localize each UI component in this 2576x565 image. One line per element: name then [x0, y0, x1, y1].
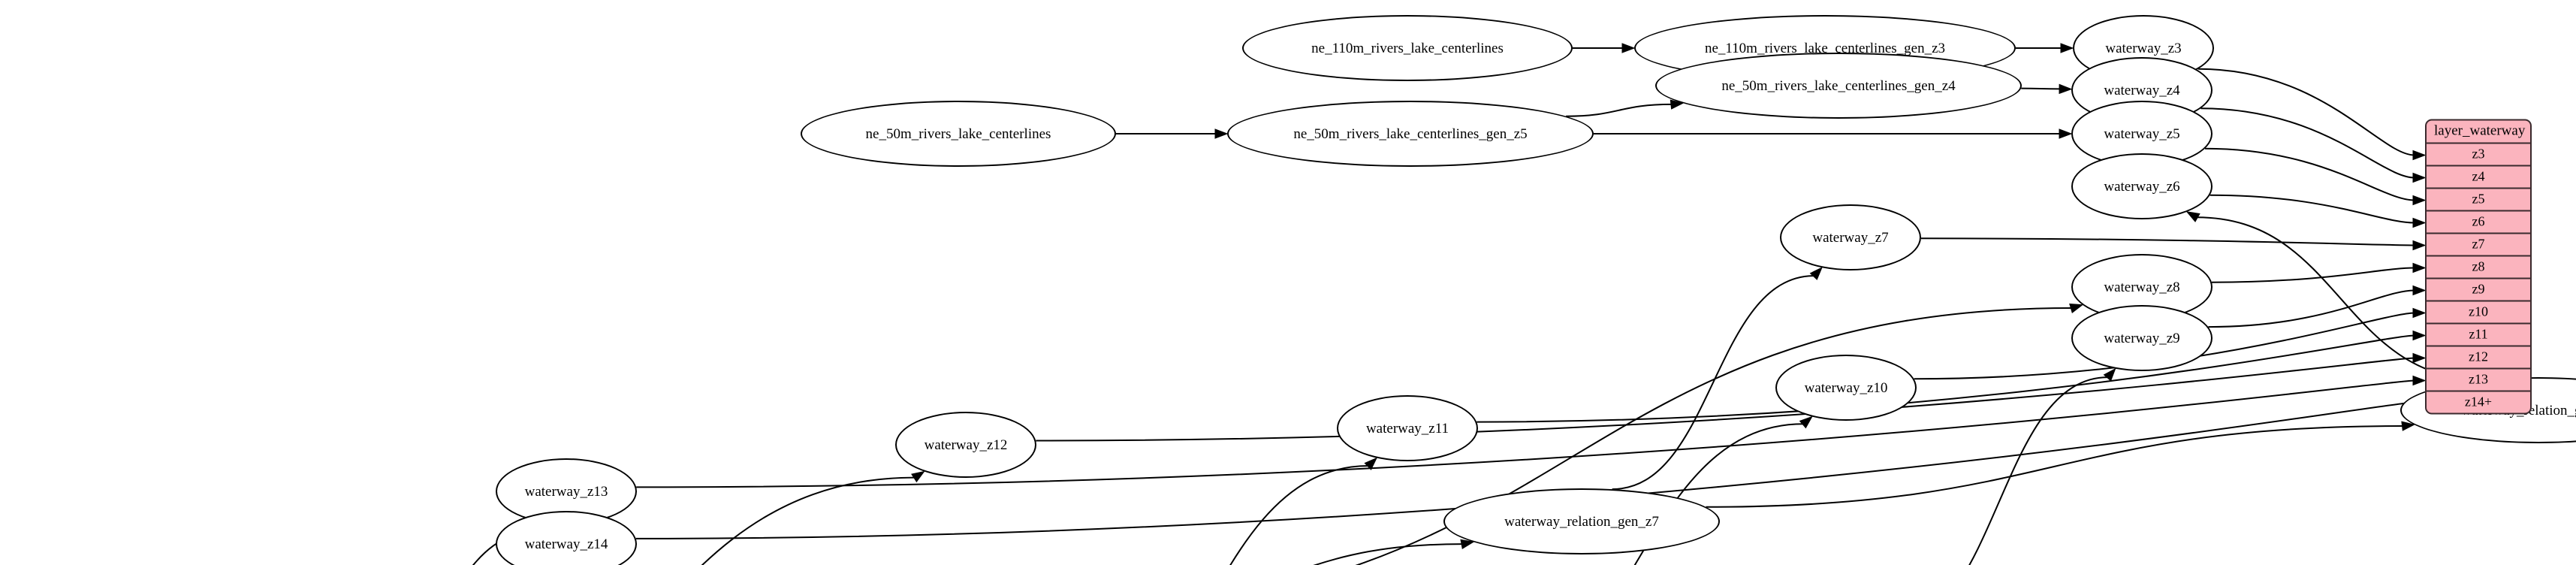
graph-node-waterway_z6[interactable]: waterway_z6: [2071, 153, 2213, 219]
graph-edge: [1313, 543, 1463, 565]
layer-table-row-z7[interactable]: z7: [2427, 234, 2530, 257]
graph-node-label: waterway_z7: [1812, 229, 1889, 246]
graph-node-label: waterway_z13: [524, 483, 608, 500]
graph-edge-arrowhead: [2103, 367, 2116, 382]
layer-table-row-z9[interactable]: z9: [2427, 279, 2530, 302]
layer-table-row-z4[interactable]: z4: [2427, 167, 2530, 189]
graph-node-waterway_z13[interactable]: waterway_z13: [496, 458, 637, 524]
graph-edge-arrowhead: [2412, 307, 2427, 319]
layer-table-row-z5[interactable]: z5: [2427, 189, 2530, 212]
graph-node-label: waterway_z10: [1804, 379, 1888, 396]
graph-node-waterway_z10[interactable]: waterway_z10: [1775, 355, 1917, 421]
layer-table-row-z14plus[interactable]: z14+: [2464, 394, 2493, 409]
graph-edge-arrowhead: [2060, 43, 2074, 53]
layer-table-row-z13[interactable]: z13: [2427, 370, 2530, 392]
graph-node-waterway_z12[interactable]: waterway_z12: [895, 412, 1036, 478]
graph-node-label: waterway_z14: [524, 536, 608, 552]
graph-node-label: ne_50m_rivers_lake_centerlines_gen_z5: [1293, 125, 1528, 142]
graph-node-label: waterway_z5: [2104, 125, 2180, 142]
graph-node-ne_50m_rivers_lake_centerlines[interactable]: ne_50m_rivers_lake_centerlines: [801, 101, 1116, 167]
graph-edge-arrowhead: [2412, 195, 2427, 206]
graph-node-waterway_relation_gen_z7[interactable]: waterway_relation_gen_z7: [1443, 488, 1720, 554]
graph-node-label: waterway_z9: [2104, 330, 2180, 346]
graph-node-ne_110m_rivers_lake_centerlines[interactable]: ne_110m_rivers_lake_centerlines: [1242, 15, 1573, 81]
graph-node-ne_50m_rivers_lake_centerlines_gen_z4[interactable]: ne_50m_rivers_lake_centerlines_gen_z4: [1655, 53, 2022, 119]
graph-edge: [2197, 68, 2415, 156]
graph-edge-arrowhead: [2412, 150, 2427, 161]
graph-edge-arrowhead: [1809, 267, 1823, 280]
graph-edge-arrowhead: [2069, 304, 2084, 313]
layer-table-row-z12[interactable]: z12: [2427, 347, 2530, 370]
graph-edge: [1229, 465, 1369, 565]
graph-edge-arrowhead: [1621, 43, 1636, 53]
graph-node-label: waterway_z8: [2104, 279, 2180, 295]
graph-edge: [2210, 194, 2415, 224]
graph-node-ne_50m_rivers_lake_centerlines_gen_z5[interactable]: ne_50m_rivers_lake_centerlines_gen_z5: [1227, 101, 1594, 167]
graph-node-waterway_z7[interactable]: waterway_z7: [1780, 204, 1921, 270]
graph-edge: [1566, 103, 1673, 117]
graph-edge: [1920, 237, 2415, 246]
graph-node-label: ne_50m_rivers_lake_centerlines_gen_z4: [1721, 77, 1956, 94]
layer-table-title: layer_waterway: [2427, 121, 2530, 144]
graph-edge-arrowhead: [1364, 457, 1378, 470]
graph-edge-arrowhead: [2412, 217, 2427, 228]
graph-edge-arrowhead: [911, 470, 925, 483]
graph-edge: [1968, 376, 2108, 565]
graph-node-label: waterway_relation_gen_z7: [1504, 513, 1659, 530]
graph-node-label: waterway_z3: [2105, 40, 2182, 56]
layer-table-row-z10[interactable]: z10: [2427, 302, 2530, 325]
graph-edge-arrowhead: [2412, 375, 2427, 386]
graph-edge-arrowhead: [2412, 285, 2427, 296]
layer-table-row-z3[interactable]: z3: [2427, 144, 2530, 167]
graph-node-label: waterway_z12: [924, 437, 1008, 453]
graph-edge: [2211, 267, 2415, 283]
graph-edge-arrowhead: [2412, 330, 2427, 341]
graph-edge-arrowhead: [1214, 128, 1229, 139]
graph-edge-arrowhead: [2412, 240, 2427, 251]
layer-table-row-z11[interactable]: z11: [2427, 325, 2530, 347]
graph-node-label: ne_110m_rivers_lake_centerlines_gen_z3: [1704, 40, 1946, 56]
graph-node-waterway_z14[interactable]: waterway_z14: [496, 511, 637, 565]
graph-node-label: ne_110m_rivers_lake_centerlines: [1311, 40, 1504, 56]
graph-edge: [2200, 107, 2415, 179]
graph-node-label: waterway_z11: [1365, 420, 1449, 437]
graph-edge-arrowhead: [2412, 262, 2427, 273]
graph-edge: [1036, 357, 2415, 442]
graph-edge: [2204, 147, 2415, 201]
graph-node-waterway_z9[interactable]: waterway_z9: [2071, 305, 2213, 371]
graph-node-label: waterway_z4: [2104, 82, 2180, 98]
graph-edge: [1477, 334, 2415, 423]
layer-table-row-z6[interactable]: z6: [2427, 212, 2530, 234]
graph-node-label: ne_50m_rivers_lake_centerlines: [865, 125, 1051, 142]
graph-edge-arrowhead: [2412, 172, 2427, 183]
graph-node-label: waterway_z6: [2104, 178, 2180, 195]
graph-node-waterway_z11[interactable]: waterway_z11: [1337, 395, 1478, 461]
graph-edge-arrowhead: [2059, 128, 2073, 139]
graph-edge: [2208, 289, 2415, 328]
graph-edge: [1706, 425, 2403, 508]
graph-edge-arrowhead: [2412, 352, 2427, 364]
graph-edge-arrowhead: [2059, 83, 2073, 95]
graph-edge-arrowhead: [1799, 415, 1813, 429]
graph-edge-arrowhead: [2185, 211, 2200, 222]
layer-table-row-z8[interactable]: z8: [2427, 257, 2530, 279]
